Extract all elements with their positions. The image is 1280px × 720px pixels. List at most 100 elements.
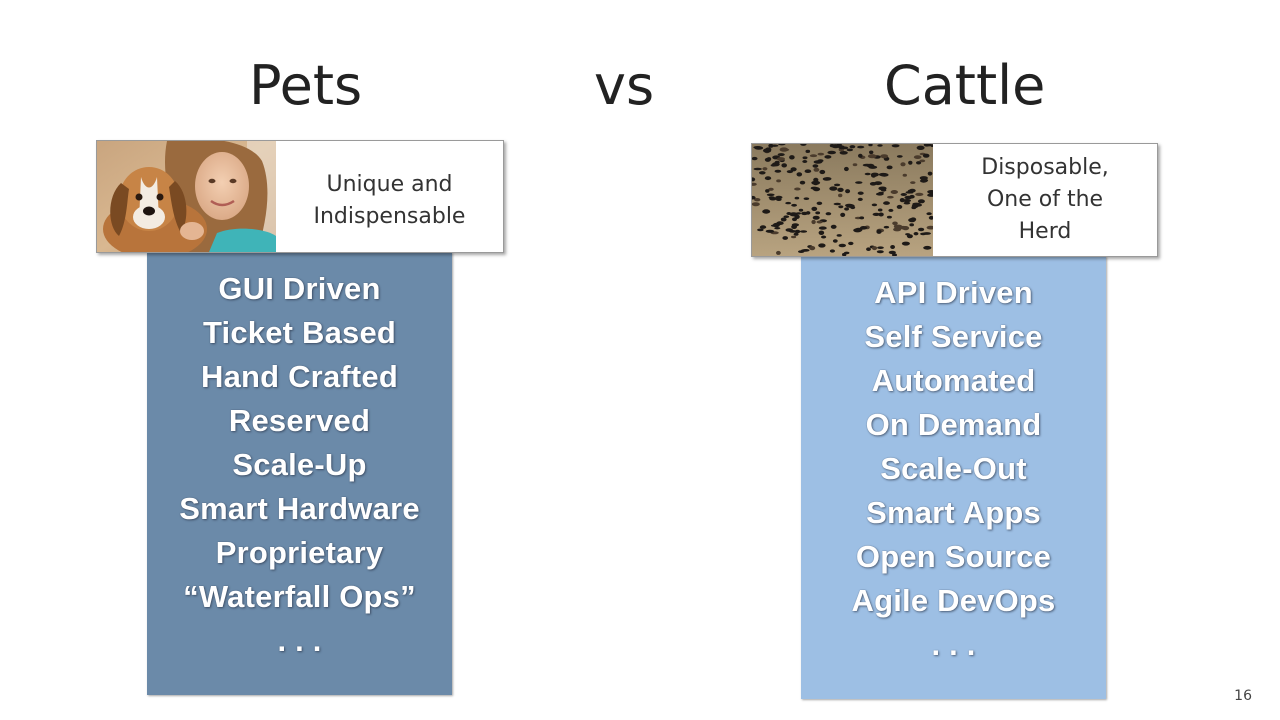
cattle-shape xyxy=(818,243,826,248)
cattle-shape xyxy=(798,208,804,212)
cattle-heading: Cattle xyxy=(884,54,1046,117)
cattle-shape xyxy=(887,195,894,199)
cattle-shape xyxy=(809,154,818,158)
cattle-shape xyxy=(880,154,889,159)
cattle-shape xyxy=(877,144,883,147)
cattle-shape xyxy=(786,170,793,174)
cattle-shape xyxy=(919,159,926,163)
cattle-shape xyxy=(754,198,761,202)
cattle-shape xyxy=(888,250,896,255)
cattle-shape xyxy=(812,215,820,220)
cattle-shape xyxy=(869,182,877,186)
cattle-shape xyxy=(896,204,903,209)
cattle-shape xyxy=(791,203,797,207)
cattle-trait-item: Automated xyxy=(871,363,1036,398)
cattle-shape xyxy=(844,207,850,211)
cattle-shape xyxy=(757,228,764,232)
cattle-shape xyxy=(839,151,848,155)
cattle-traits-panel: API Driven Self Service Automated On Dem… xyxy=(801,256,1106,699)
cattle-shape xyxy=(927,190,933,194)
cattle-shape xyxy=(859,216,865,220)
pets-heading: Pets xyxy=(249,54,363,117)
cattle-shape xyxy=(781,163,787,168)
cattle-shape xyxy=(862,163,872,167)
cattle-shape xyxy=(834,183,841,187)
cattle-shape xyxy=(765,229,775,233)
cattle-shape xyxy=(878,191,884,195)
cattle-shape xyxy=(848,241,854,246)
cattle-shape xyxy=(780,217,787,222)
cattle-shape xyxy=(791,223,799,227)
cattle-shape xyxy=(791,235,797,239)
cattle-shape xyxy=(818,230,825,235)
cattle-shape xyxy=(796,172,803,177)
cattle-shape xyxy=(905,191,912,194)
cattle-shape xyxy=(824,155,832,159)
cattle-trait-item: Scale-Out xyxy=(880,451,1027,486)
cattle-shape xyxy=(836,234,842,237)
pets-trait-item: GUI Driven xyxy=(218,271,381,306)
cattle-shape xyxy=(838,205,844,209)
cattle-shape xyxy=(774,169,782,173)
cattle-shape xyxy=(766,193,775,197)
cattle-shape xyxy=(778,144,786,146)
cattle-shape xyxy=(843,251,850,255)
cattle-shape xyxy=(857,191,864,195)
cattle-shape xyxy=(802,156,808,160)
cattle-herd-image xyxy=(752,144,933,256)
cattle-shape xyxy=(904,195,913,200)
cattle-shape xyxy=(768,144,774,148)
cattle-shape xyxy=(923,144,930,147)
cattle-shape xyxy=(880,188,887,192)
cattle-shape xyxy=(866,247,871,251)
pets-trait-item: Ticket Based xyxy=(202,315,397,350)
cattle-shape xyxy=(857,145,865,149)
cattle-shape xyxy=(890,190,898,194)
cattle-shape xyxy=(798,250,805,253)
vs-heading: vs xyxy=(594,54,655,117)
cattle-shape xyxy=(794,214,800,219)
cattle-shape xyxy=(922,153,930,158)
cattle-shape xyxy=(754,146,764,150)
cattle-shape xyxy=(821,235,827,239)
cattle-shape xyxy=(774,160,780,164)
cattle-shape xyxy=(908,218,916,223)
cattle-shape xyxy=(794,196,800,200)
pets-trait-item: Hand Crafted xyxy=(200,359,399,394)
cattle-shape xyxy=(928,215,933,220)
cattle-shape xyxy=(763,148,772,153)
cattle-shape xyxy=(903,199,911,203)
cattle-shape xyxy=(829,144,835,148)
cattle-shape xyxy=(811,180,821,185)
cattle-shape xyxy=(913,155,922,159)
cattle-shape xyxy=(903,201,911,205)
cattle-shape xyxy=(902,173,907,177)
cattle-shape xyxy=(752,156,758,161)
cattle-shape xyxy=(772,222,780,228)
cattle-shape xyxy=(927,171,933,176)
cattle-shape xyxy=(849,145,856,149)
cattle-shape xyxy=(909,223,914,227)
cattle-shape xyxy=(794,187,801,191)
cattle-shape xyxy=(836,144,842,147)
cattle-shape xyxy=(915,192,924,196)
cattle-shape xyxy=(878,172,888,177)
cattle-shape xyxy=(762,167,768,171)
cattle-shape xyxy=(869,150,874,155)
cattle-shape xyxy=(864,172,871,176)
cattle-shape xyxy=(872,212,880,216)
cattle-shape xyxy=(829,249,835,253)
cattle-shape xyxy=(892,221,898,226)
cattle-shape xyxy=(883,201,890,205)
cattle-shape xyxy=(813,160,823,164)
girl-with-puppy-image xyxy=(97,141,276,252)
cattle-shape xyxy=(868,144,873,147)
cattle-shape xyxy=(920,179,928,183)
cattle-shape xyxy=(871,246,878,251)
cattle-shape xyxy=(768,187,774,191)
cattle-shape xyxy=(786,212,792,215)
cattle-shape xyxy=(800,144,807,146)
cattle-shape xyxy=(777,157,785,161)
cattle-shape xyxy=(799,230,808,233)
cattle-trait-item: . . . xyxy=(931,627,976,662)
